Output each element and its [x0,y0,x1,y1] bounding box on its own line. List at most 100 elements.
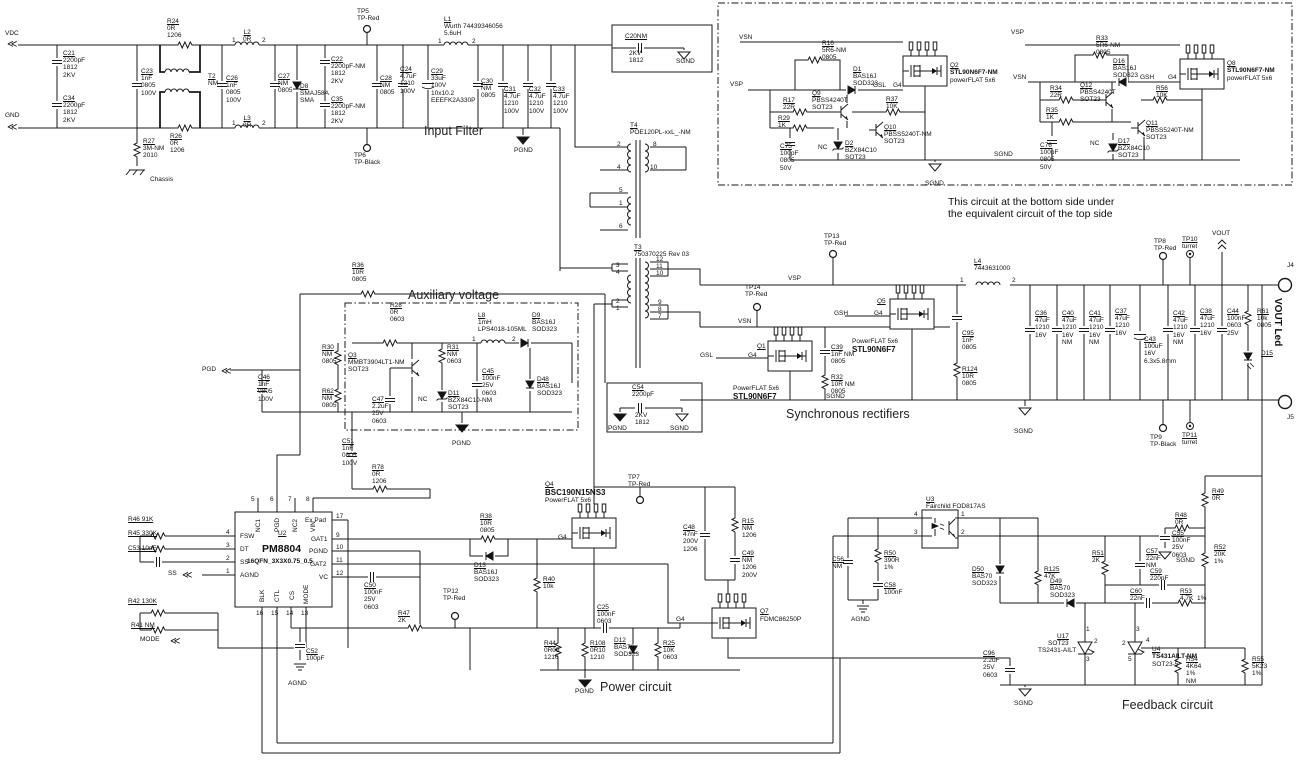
R36-symbol [358,289,378,299]
g4-q4-label: G4 [558,534,567,541]
cap-C51: C51 1nF 0805 100V [342,438,358,467]
vsn-left: VSN [739,34,753,41]
fet-Q5-ref: Q5 [877,298,886,305]
u2-pin-cs: CS [289,590,296,600]
u2-num-expad: 17 [336,513,344,520]
u2-num-pgnd: 10 [336,544,344,551]
u2-num-ctl: 15 [271,610,279,617]
vout-led-label: VOUT Led [1272,298,1283,347]
cap-C96: C96 2.2uF 25V 0603 [983,650,1000,679]
cap-C53: C53 10nF [128,545,157,552]
pgnd-c54-symbol [613,413,627,422]
D9-symbol [518,337,532,349]
t3-pin3: 3 [616,262,620,269]
u17-pin1: 1 [1086,626,1090,633]
C53-symbol [153,555,163,569]
ind-L8: L8 1mH LPS4018-105ML [478,312,527,334]
ic-U4-pkg: SOT23-5 [1152,661,1179,668]
u2-num-blk: 16 [256,610,264,617]
TP14-testpoint [752,302,762,312]
C95-symbol [950,313,964,323]
ind-L2-pin2: 2 [262,37,266,44]
ind-L2: L2 0R [243,29,252,44]
fet-Q4-ref: Q4 [545,481,554,488]
t3-pin9: 9 [658,299,662,306]
res-R124: R124 10R 0805 [962,366,978,388]
u2-pin-fsw: FSW [240,533,255,540]
u17-pin2: 2 [1094,638,1098,645]
diode-D48: D48 BAS16J SOD323 [537,376,562,398]
res-R15: R15 NM 1206 [742,518,757,540]
res-R61: R61 10k 0805 [1257,308,1272,330]
fet-Q1-pkg: PowerFLAT 5x6 [733,385,780,392]
cap-C42: C42 47uF 1210 16V NM [1173,310,1188,346]
wire-pm8804 [139,454,841,754]
cap-C40: C40 47uF 1210 16V NM [1062,310,1077,346]
cap-C20: C20NM [625,33,648,40]
C96-symbol [1003,665,1017,675]
res-R49: R49 0R [1212,488,1224,503]
res-R32: R32 10R NM 0805 [831,374,855,396]
R28-symbol [380,338,400,348]
boxes [234,2,1293,608]
cap-C54-value: 2KV 1812 [635,412,650,427]
mode-port: MODE [140,636,160,643]
wire-sync-rect-output [680,252,1279,685]
cap-C34: C34 2200pF 1812 2KV [63,95,86,124]
res-R125: R125 47K [1044,566,1060,581]
sgnd-box1-symbol [928,163,942,172]
nc-right-label: NC [1090,140,1100,147]
vsp-mid-label: VSP [788,275,802,282]
sgnd-c55-label: SGND [1176,557,1195,564]
C60-symbol [1143,596,1153,610]
cap-C24: C24 4.7uF 1210 100V [400,66,417,95]
tp10-label: TP10 turret [1182,236,1198,251]
led-D15-label: D15 [1261,350,1273,357]
cap-C22: C22 2200pF-NM 1812 2KV [331,56,366,85]
cap-C57: C57 22nF NM [1146,548,1161,570]
u3-pin4: 4 [914,511,918,518]
fet-Q5-name: STL90N6F7 [852,345,896,354]
res-R26: R26 0R 1206 [170,133,185,155]
TP13-testpoint [828,249,838,259]
T4-left-winding2 [627,196,632,226]
tp9-label: TP9 TP-Black [1150,434,1177,449]
ic-U2-name: PM8804 [262,543,302,555]
res-R56: R56 10K [1156,85,1168,100]
cap-C26: C26 1nF 0805 100V [226,75,242,104]
vdc-chevron: ≪ [7,39,18,50]
fet-Q7-name: FDMC86250P [760,616,802,623]
res-R42: R42 130K [128,598,157,605]
Q11-transistor [1130,118,1148,138]
ind-L3: L3 0R [243,115,252,130]
ss-port: SS [168,570,177,577]
Q10-transistor [868,120,886,140]
R24-symbol [175,40,195,50]
R49-symbol [1200,490,1210,510]
res-R25: R25 10K 0603 [663,640,678,662]
R125-symbol [1033,568,1043,588]
TP6-testpoint [362,143,372,153]
ic-U17-pkg: SOT23 [1048,640,1069,647]
u2-pin-ss: SS [240,559,249,566]
res-R17: R17 22R [783,97,795,112]
t4-pin5: 5 [619,187,623,194]
fet-Q4-pkg: PowerFLAT 5x6 [545,497,592,504]
u2-pin-pgnd: PGND [309,548,328,555]
xfmr-T2: T2 NM [208,73,219,88]
pgnd-pc-symbol [578,679,592,688]
pgnd-pc-label: PGND [575,688,594,695]
bottom-side-note: This circuit at the bottom side under th… [948,196,1115,220]
TP12-testpoint [450,611,460,621]
xfmr-T3: T3 750370225 Rev 03 [634,244,689,259]
cap-C25: C25 100nF 0603 [597,604,616,626]
tp11-label: TP11 turret [1182,432,1198,447]
vout-label: VOUT [1212,230,1231,237]
D15-led [1242,350,1255,370]
fet-Q7-ref: Q7 [760,608,769,615]
res-R29: R29 1K [778,115,790,130]
agnd-fb-symbol [856,605,870,613]
u2-num-nc1: 5 [251,496,255,503]
